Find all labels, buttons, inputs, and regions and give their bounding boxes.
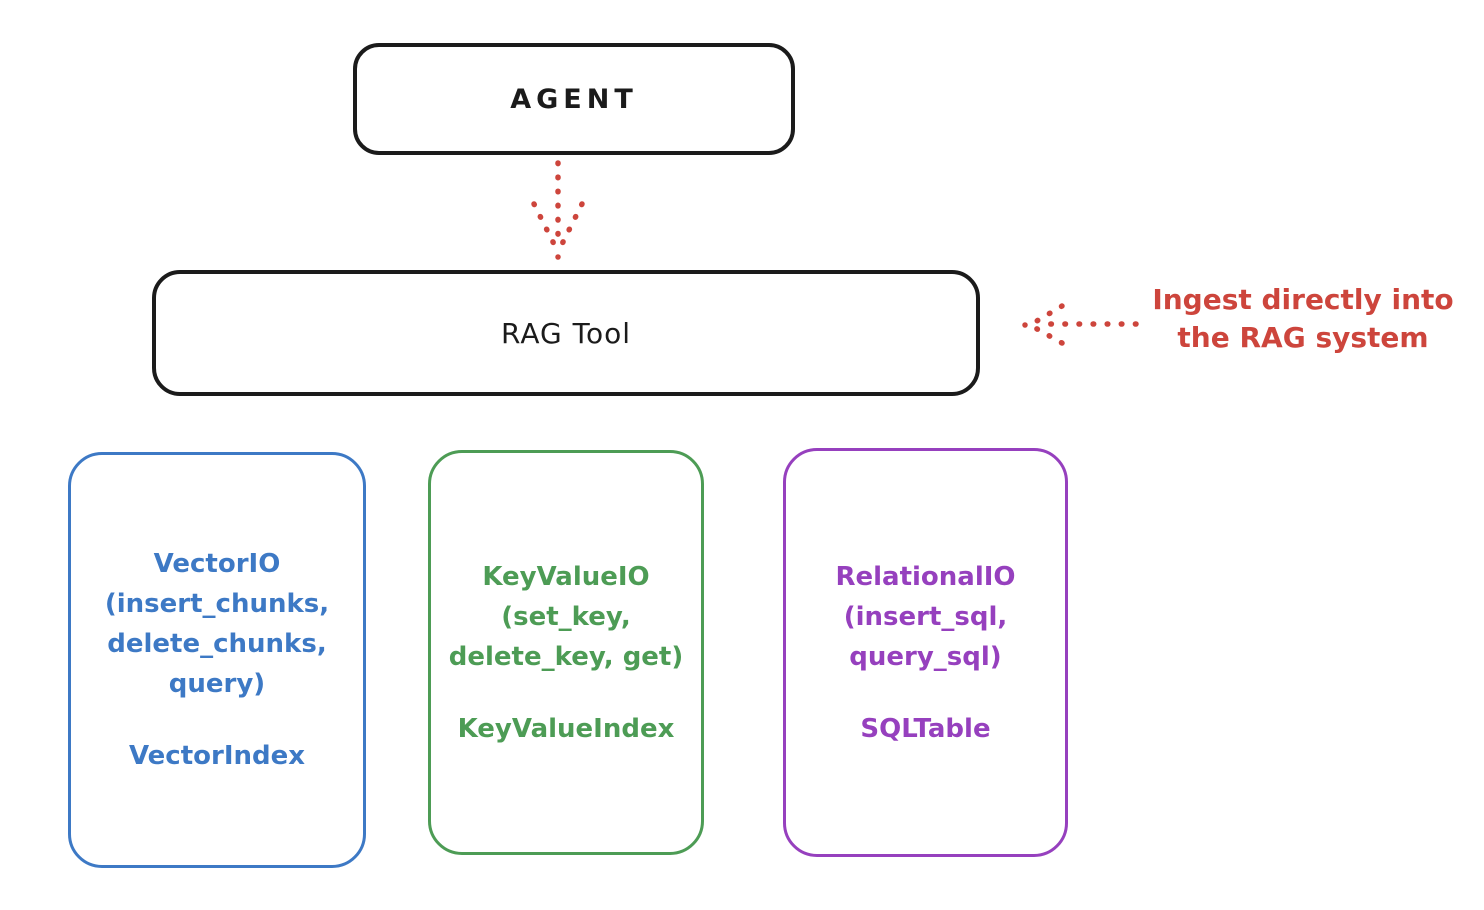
storage-box-key-value-io: KeyValueIO (set_key, delete_key, get) Ke… <box>428 450 704 855</box>
rag-tool-label: RAG Tool <box>501 316 631 350</box>
key-value-io-label: KeyValueIO (set_key, delete_key, get) <box>448 561 684 672</box>
storage-box-relational-io: RelationalIO (insert_sql, query_sql) SQL… <box>783 448 1068 857</box>
agent-to-rag-arrow-icon <box>531 160 585 260</box>
rag-tool-box: RAG Tool <box>152 270 980 396</box>
sql-table-label: SQLTable <box>860 713 991 744</box>
ingest-annotation-arrow-icon <box>1022 303 1139 346</box>
key-value-index-label: KeyValueIndex <box>457 713 675 744</box>
storage-box-vector-io: VectorIO (insert_chunks, delete_chunks, … <box>68 452 366 868</box>
relational-io-label: RelationalIO (insert_sql, query_sql) <box>835 561 1016 672</box>
vector-io-label: VectorIO (insert_chunks, delete_chunks, … <box>104 549 330 699</box>
vector-index-label: VectorIndex <box>128 741 306 771</box>
agent-label: AGENT <box>510 83 638 115</box>
ingest-annotation: Ingest directly into the RAG system <box>1152 283 1454 354</box>
agent-box: AGENT <box>353 43 795 155</box>
